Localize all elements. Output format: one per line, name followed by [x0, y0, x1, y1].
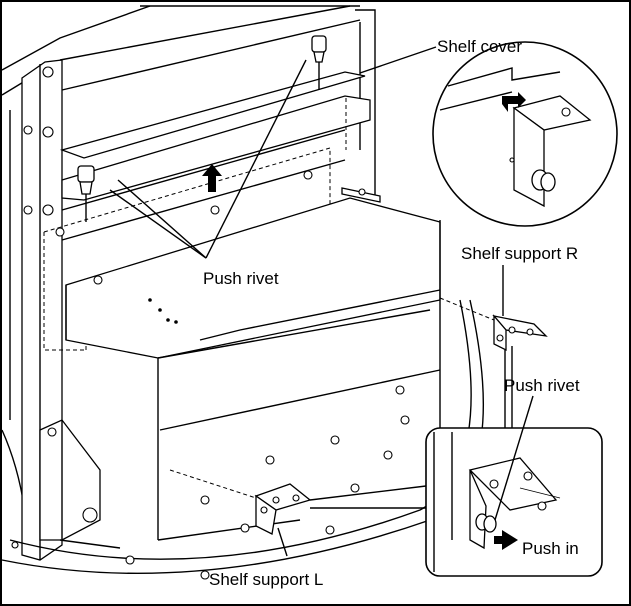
shelf-support-r-part: [439, 297, 548, 352]
label-shelf-support-l: Shelf support L: [209, 570, 323, 589]
up-arrow-icon: [202, 164, 222, 192]
label-push-rivet-top: Push rivet: [203, 269, 279, 288]
label-shelf-cover: Shelf cover: [437, 37, 522, 56]
machine-frame: [1, 5, 484, 575]
push-in-arrow-icon: [494, 530, 518, 550]
label-shelf-support-r: Shelf support R: [461, 244, 578, 263]
label-push-in: Push in: [522, 539, 579, 558]
leader-lines: [109, 46, 534, 557]
label-push-rivet-detail: Push rivet: [504, 376, 580, 395]
removal-arrow-icon: [502, 92, 526, 112]
detail-circle-cover: [432, 41, 618, 227]
main-cabinet: [65, 170, 441, 541]
base-holes: [11, 415, 410, 580]
shelf-support-l-part: [169, 469, 312, 535]
detail-box-rivet: [425, 427, 603, 577]
push-rivet-top-left: [77, 165, 95, 222]
push-rivet-top-right: [311, 35, 327, 90]
